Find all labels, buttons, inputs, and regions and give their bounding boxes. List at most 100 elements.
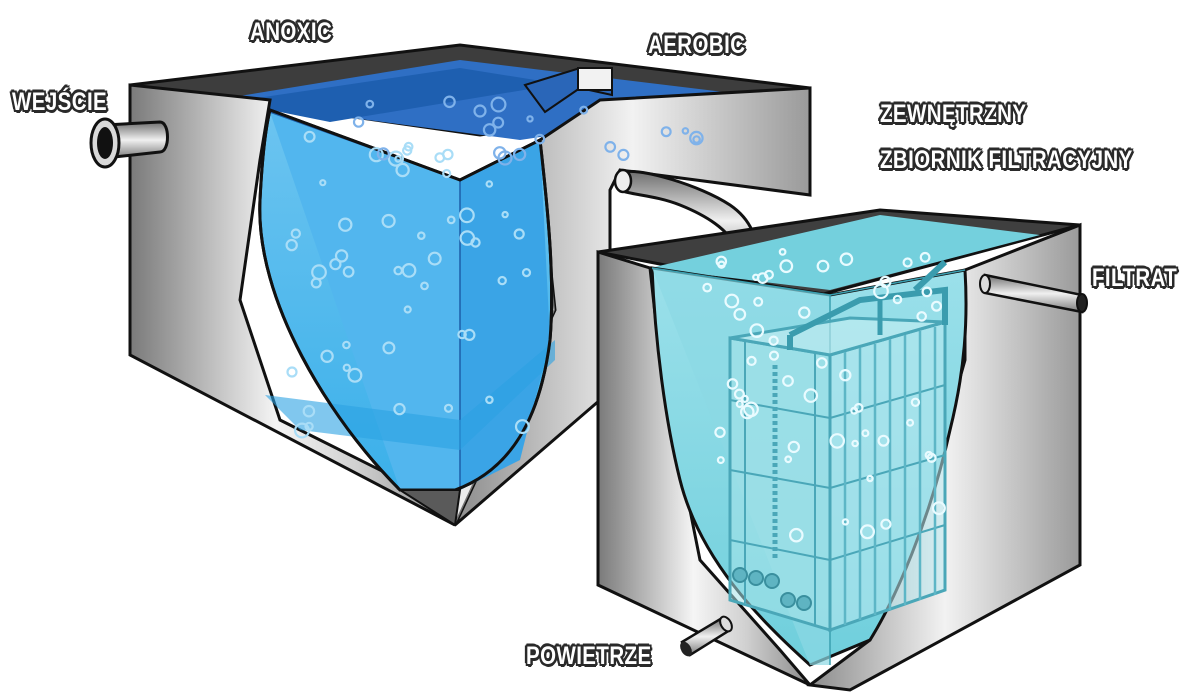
bubble bbox=[803, 388, 819, 403]
air-pipe-icon bbox=[680, 615, 733, 657]
bubble bbox=[334, 249, 349, 263]
bubble bbox=[839, 369, 852, 382]
bubble bbox=[924, 450, 934, 460]
bubble bbox=[724, 293, 740, 309]
bubble bbox=[768, 335, 779, 346]
bubble bbox=[873, 283, 889, 300]
bubble bbox=[427, 251, 442, 266]
bubble bbox=[492, 146, 507, 160]
bubble bbox=[513, 228, 525, 240]
bubble bbox=[787, 440, 801, 454]
bubble bbox=[304, 421, 314, 432]
bubble bbox=[457, 329, 467, 340]
bubble-icon bbox=[285, 95, 946, 543]
bubble bbox=[320, 349, 334, 363]
bubble bbox=[521, 268, 532, 278]
bubble bbox=[512, 147, 527, 162]
bubble bbox=[490, 96, 507, 113]
bubble bbox=[931, 501, 946, 516]
bubble bbox=[910, 397, 921, 407]
bubble bbox=[473, 104, 487, 118]
label-inlet: WEJŚCIE bbox=[12, 88, 108, 116]
bubble bbox=[880, 518, 892, 530]
bubble bbox=[420, 281, 429, 291]
bubble bbox=[302, 404, 316, 418]
label-aerobic: AEROBIC bbox=[648, 31, 746, 59]
bubble bbox=[617, 148, 630, 161]
bubble bbox=[782, 375, 794, 387]
bubble bbox=[749, 323, 765, 339]
bubble bbox=[916, 311, 927, 322]
bubble bbox=[342, 340, 351, 350]
label-external-tank-line2: ZBIORNIK FILTRACYJNY bbox=[880, 146, 1133, 174]
bubble bbox=[752, 273, 760, 281]
bubble bbox=[689, 130, 704, 146]
bubble bbox=[329, 258, 342, 271]
bubble bbox=[788, 527, 804, 543]
anoxic-aerobic-tank bbox=[128, 43, 812, 527]
bubble bbox=[859, 524, 875, 540]
bubble bbox=[892, 294, 903, 305]
bubble bbox=[702, 282, 713, 293]
bubble bbox=[866, 474, 874, 483]
bubble bbox=[877, 434, 890, 447]
bubble bbox=[402, 145, 413, 156]
bubble bbox=[717, 260, 726, 269]
bubble bbox=[485, 395, 494, 405]
bubble bbox=[715, 255, 728, 268]
bubble bbox=[733, 388, 745, 400]
bubble bbox=[416, 231, 426, 241]
bubble bbox=[902, 257, 913, 268]
bubble bbox=[443, 95, 456, 109]
bubble bbox=[342, 265, 355, 278]
bubble bbox=[394, 155, 402, 163]
bubble bbox=[906, 418, 915, 427]
bubble bbox=[485, 180, 494, 188]
filtrate-pipe-icon bbox=[979, 273, 1088, 314]
bubble bbox=[368, 147, 384, 163]
bubble bbox=[290, 228, 301, 239]
bubble bbox=[829, 433, 845, 449]
bubble bbox=[395, 162, 410, 178]
bubble bbox=[778, 247, 787, 256]
bubble bbox=[726, 378, 739, 390]
bubble bbox=[381, 213, 396, 229]
bubble bbox=[853, 402, 864, 413]
bubble bbox=[851, 439, 859, 448]
bubble bbox=[816, 259, 830, 273]
bubble bbox=[482, 123, 497, 137]
bubble bbox=[365, 99, 375, 109]
bubble bbox=[459, 230, 476, 246]
bubble bbox=[446, 215, 456, 225]
bubble bbox=[526, 115, 534, 123]
bubble bbox=[930, 300, 942, 312]
bubble bbox=[660, 126, 672, 138]
bubble bbox=[442, 168, 452, 179]
bubble bbox=[604, 140, 617, 153]
bubble bbox=[285, 238, 298, 252]
bubble bbox=[763, 269, 774, 280]
bubble bbox=[393, 402, 406, 416]
bubble bbox=[310, 277, 322, 289]
bubble bbox=[403, 305, 412, 314]
bubble bbox=[393, 265, 404, 276]
inlet-pipe-icon bbox=[89, 117, 169, 169]
bubble bbox=[681, 127, 690, 135]
label-anoxic: ANOXIC bbox=[250, 18, 333, 46]
bubble bbox=[784, 455, 793, 464]
bubble bbox=[534, 133, 546, 145]
label-air: POWIETRZE bbox=[526, 642, 652, 670]
bubble bbox=[714, 426, 726, 438]
bubble bbox=[387, 150, 404, 167]
bubble bbox=[861, 429, 870, 438]
bubble bbox=[779, 259, 794, 274]
bubble bbox=[342, 363, 351, 372]
bubble bbox=[753, 296, 764, 307]
bubble bbox=[692, 135, 701, 144]
bubble bbox=[768, 350, 780, 361]
bubble bbox=[514, 419, 530, 435]
bubble bbox=[919, 251, 931, 263]
bubble bbox=[459, 207, 475, 224]
bubble bbox=[352, 116, 365, 128]
bubble bbox=[579, 105, 589, 115]
